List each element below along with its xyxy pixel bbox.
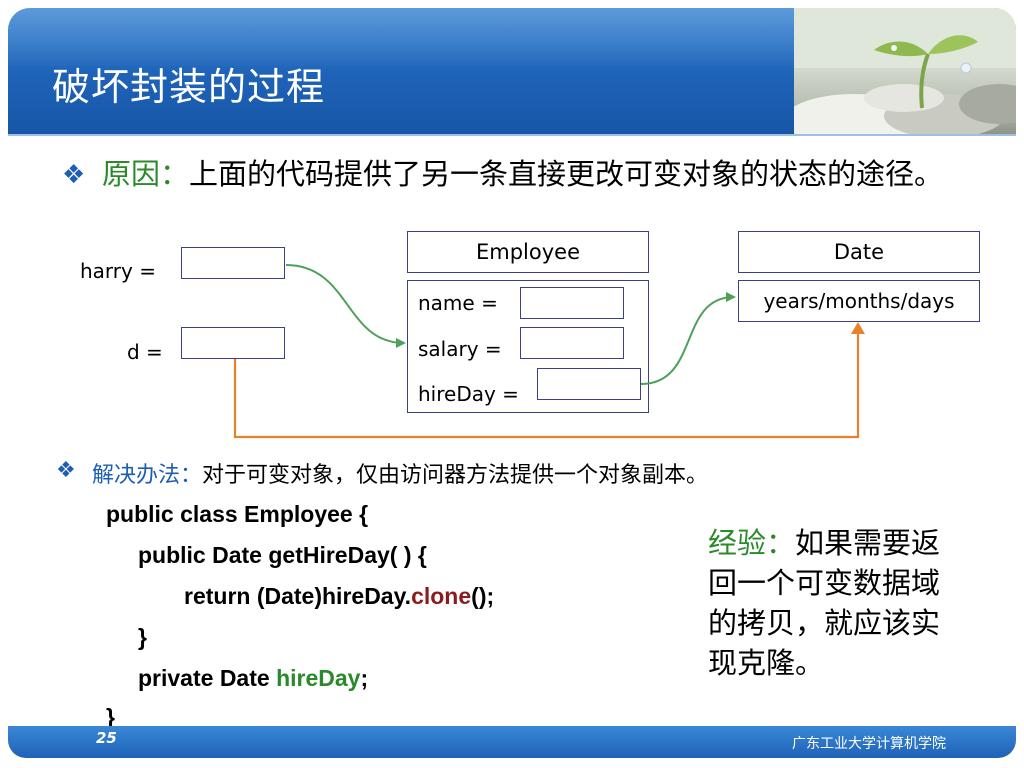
- code-line-1: public class Employee {: [106, 501, 369, 527]
- solution-label: 解决办法：: [92, 463, 203, 488]
- code-hireday: hireDay: [276, 665, 361, 691]
- field-salary-label: salary =: [418, 337, 502, 361]
- solution-text: 解决办法：对于可变对象，仅由访问器方法提供一个对象副本。: [92, 457, 708, 489]
- code-return: return (Date)hireDay.: [184, 583, 412, 609]
- seedling-photo: [794, 8, 1016, 134]
- code-line-3: return (Date)hireDay.clone();: [184, 583, 494, 610]
- experience-note: 经验：如果需要返回一个可变数据域的拷贝，就应该实现克隆。: [708, 523, 958, 683]
- code-private: private Date: [138, 665, 277, 691]
- header-divider: [8, 134, 1016, 136]
- var-d-label: d =: [127, 340, 163, 364]
- code-call-end: ();: [471, 583, 495, 609]
- employee-class-header: Employee: [407, 231, 649, 273]
- solution-body: 对于可变对象，仅由访问器方法提供一个对象副本。: [202, 463, 709, 488]
- reason-text: 原因：上面的代码提供了另一条直接更改可变对象的状态的途径。: [102, 156, 982, 193]
- hireday-to-date-arrow: [640, 292, 736, 385]
- slide-title: 破坏封装的过程: [52, 65, 326, 109]
- field-name-label: name =: [418, 291, 498, 315]
- field-salary-box: [520, 327, 624, 359]
- reason-label: 原因：: [102, 157, 190, 191]
- code-line-4: }: [138, 624, 147, 650]
- diamond-bullet-icon: ❖: [62, 160, 86, 190]
- field-hireday-box: [537, 368, 641, 400]
- reason-body: 上面的代码提供了另一条直接更改可变对象的状态的途径。: [189, 157, 944, 191]
- slide-footer: [8, 726, 1016, 758]
- var-harry-label: harry =: [80, 259, 156, 283]
- harry-ref-box: [181, 247, 285, 279]
- code-line-6: }: [106, 704, 115, 730]
- field-hireday-label: hireDay =: [418, 382, 519, 406]
- orange-arrowhead: [851, 322, 865, 334]
- d-ref-box: [181, 327, 285, 359]
- d-to-date-arrow: [233, 328, 860, 439]
- diamond-bullet-icon-2: ❖: [56, 458, 76, 483]
- code-clone: clone: [411, 583, 472, 609]
- footer-college: 广东工业大学计算机学院: [792, 736, 946, 752]
- date-fields-box: years/months/days: [738, 280, 980, 322]
- experience-body: 如果需要返回一个可变数据域的拷贝，就应该实现克隆。: [708, 526, 941, 680]
- experience-label: 经验：: [708, 526, 796, 560]
- date-class-header: Date: [738, 231, 980, 273]
- code-semicolon: ;: [360, 665, 369, 691]
- field-name-box: [520, 287, 624, 319]
- harry-to-employee-arrow: [285, 264, 406, 348]
- page-number: 25: [96, 729, 117, 747]
- code-line-2: public Date getHireDay( ) {: [138, 542, 427, 568]
- slide-header: 破坏封装的过程: [8, 8, 1016, 134]
- code-line-5: private Date hireDay;: [138, 665, 368, 692]
